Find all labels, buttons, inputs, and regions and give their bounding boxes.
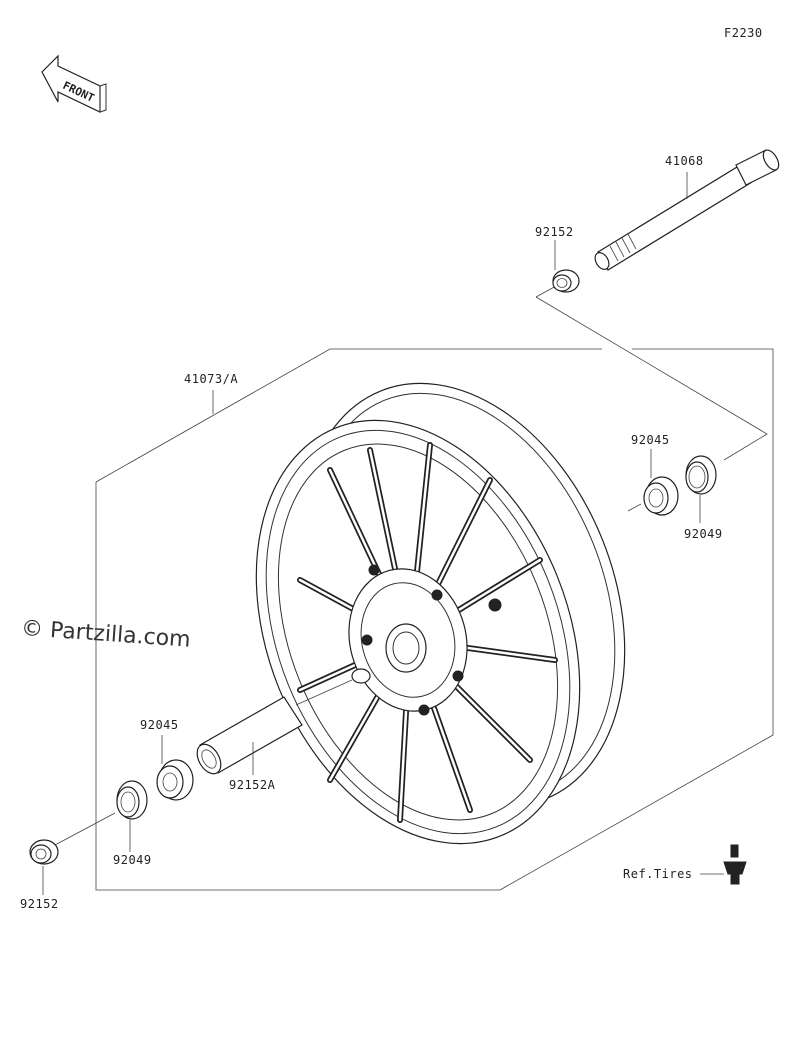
label-collar-bottom: 92152 bbox=[20, 897, 59, 911]
assembly-outline bbox=[95, 285, 774, 891]
axle-part bbox=[594, 149, 780, 271]
label-seal-left: 92049 bbox=[113, 853, 152, 867]
label-axle: 41068 bbox=[665, 154, 704, 168]
label-bearing-right: 92045 bbox=[631, 433, 670, 447]
spacer-center-part bbox=[196, 679, 353, 775]
figure-code: F2230 bbox=[724, 26, 763, 40]
label-wheel-assembly: 41073/A bbox=[184, 372, 239, 386]
label-bearing-left: 92045 bbox=[140, 718, 179, 732]
bearing-right-part bbox=[627, 449, 679, 516]
seal-left-part bbox=[54, 780, 148, 852]
collar-bottom-part bbox=[29, 839, 59, 895]
bearing-left-part bbox=[156, 735, 194, 801]
label-spacer-center: 92152A bbox=[229, 778, 276, 792]
front-arrow-icon: FRONT bbox=[41, 54, 107, 113]
label-seal-right: 92049 bbox=[684, 527, 723, 541]
wheel-part bbox=[255, 382, 626, 845]
collar-top-part bbox=[552, 240, 580, 293]
valve-part bbox=[700, 844, 747, 885]
label-valve-ref: Ref.Tires bbox=[623, 867, 693, 881]
seal-right-part bbox=[685, 455, 717, 523]
label-collar-top: 92152 bbox=[535, 225, 574, 239]
